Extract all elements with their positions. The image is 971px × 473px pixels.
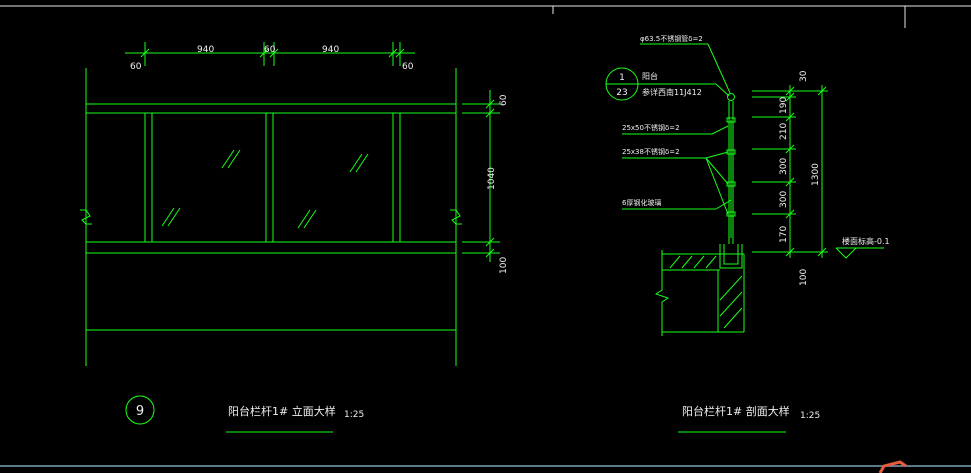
- elevation-view: 60 940 60 940 60: [80, 42, 509, 433]
- elevation-title-block: 9 阳台栏杆1# 立面大样 1:25: [125, 395, 364, 433]
- dim-right-60: 60: [402, 62, 414, 72]
- detail-number-circle: [125, 395, 155, 425]
- section-title: 阳台栏杆1# 剖面大样: [682, 404, 790, 418]
- dim-right-1040: 1040: [487, 167, 497, 190]
- dim-right-60-top: 60: [499, 94, 509, 106]
- dim-right-100: 100: [499, 257, 509, 274]
- elevation-scale: 1:25: [344, 410, 364, 420]
- dim-190: 190: [779, 97, 789, 114]
- handrail-tube: [727, 93, 735, 101]
- dim-300-lower: 300: [779, 191, 789, 208]
- elevation-railing-frame: [80, 68, 462, 366]
- section-right-dimension-chain: 30 190 210 300 300 170 1300 100: [752, 70, 828, 286]
- callout-handrail: φ63.5不锈钢管δ=2: [640, 34, 703, 43]
- dim-30: 30: [799, 70, 809, 82]
- sheet-border: [0, 5, 971, 473]
- dim-100: 100: [799, 269, 809, 286]
- dim-1300: 1300: [811, 163, 821, 186]
- callout-glass: 6厚钢化玻璃: [622, 198, 661, 207]
- section-railing: [654, 93, 745, 336]
- corner-marker-icon: [878, 460, 907, 473]
- dim-second-940: 940: [322, 45, 339, 55]
- elevation-right-dimension-chain: 60 1040 100: [462, 90, 509, 274]
- level-text: 楼面标高-0.1: [842, 236, 890, 246]
- index-circle-top: 1: [619, 73, 625, 83]
- dim-170: 170: [779, 226, 789, 243]
- callout-25x38: 25x38不锈钢δ=2: [622, 147, 680, 156]
- callout-reference: 参详西南11J412: [642, 87, 702, 97]
- dim-middle-60: 60: [264, 45, 276, 55]
- section-title-block: 阳台栏杆1# 剖面大样 1:25: [678, 404, 820, 433]
- elevation-title: 阳台栏杆1# 立面大样: [228, 404, 336, 418]
- dim-first-940: 940: [197, 45, 214, 55]
- index-circle-bottom: 23: [616, 88, 627, 98]
- level-mark: 楼面标高-0.1: [835, 236, 890, 259]
- detail-number: 9: [136, 404, 144, 419]
- dim-300-upper: 300: [779, 158, 789, 175]
- section-view: φ63.5不锈钢管δ=2 1 23 阳台 参详西南11J412 25x50不锈钢…: [605, 34, 890, 433]
- callout-balcony: 阳台: [642, 71, 658, 81]
- dim-left-60: 60: [130, 62, 142, 72]
- callout-25x50: 25x50不锈钢δ=2: [622, 123, 680, 132]
- section-scale: 1:25: [800, 411, 820, 421]
- elevation-top-dimension-chain: 60 940 60 940 60: [125, 42, 415, 72]
- section-callouts: φ63.5不锈钢管δ=2 1 23 阳台 参详西南11J412 25x50不锈钢…: [605, 34, 732, 215]
- dim-210: 210: [779, 123, 789, 140]
